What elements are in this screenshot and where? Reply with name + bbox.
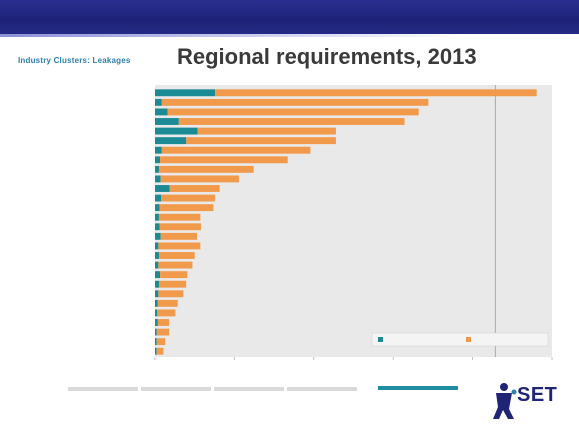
- bar-within-8: [155, 156, 161, 164]
- bar-outside-5: [197, 127, 336, 135]
- bar-outside-25: [157, 319, 170, 326]
- bar-within-19: [155, 261, 159, 269]
- bar-within-1: [155, 89, 216, 97]
- bar-outside-24: [157, 309, 176, 317]
- bar-within-15: [155, 223, 160, 231]
- bar-within-12: [155, 194, 162, 202]
- bar-within-14: [155, 213, 159, 221]
- nav-tab-4[interactable]: [287, 387, 357, 391]
- bar-within-18: [155, 252, 159, 259]
- bar-within-28: [155, 347, 157, 355]
- bar-within-25: [155, 319, 158, 326]
- bar-outside-16: [160, 232, 197, 240]
- bar-outside-8: [160, 156, 288, 164]
- bar-within-21: [155, 280, 159, 288]
- bar-within-27: [155, 338, 157, 346]
- bar-within-13: [155, 204, 160, 212]
- x-axis-ticks: [154, 357, 553, 360]
- bar-outside-2: [161, 98, 429, 106]
- bar-outside-17: [158, 242, 201, 250]
- bar-outside-26: [156, 328, 170, 336]
- bar-within-11: [155, 185, 170, 192]
- bar-within-7: [155, 146, 162, 154]
- bar-outside-18: [158, 252, 195, 259]
- legend-box: [371, 332, 549, 347]
- bar-outside-9: [158, 165, 254, 173]
- bar-within-4: [155, 118, 179, 125]
- bar-within-26: [155, 328, 157, 336]
- nav-tab-active[interactable]: [378, 386, 458, 390]
- bar-within-9: [155, 165, 159, 173]
- bar-outside-27: [156, 338, 166, 346]
- slide-title: Regional requirements, 2013: [177, 44, 477, 69]
- set-logo-icon: [493, 383, 517, 419]
- nav-tab-2[interactable]: [141, 387, 211, 391]
- bar-outside-21: [158, 280, 187, 288]
- bar-outside-19: [158, 261, 193, 269]
- bar-series: [155, 89, 537, 355]
- legend-outside-swatch: [466, 337, 471, 342]
- bar-within-24: [155, 309, 158, 317]
- bar-outside-14: [158, 213, 201, 221]
- bar-within-22: [155, 290, 159, 298]
- bar-outside-20: [160, 271, 188, 279]
- section-label: Industry Clusters: Leakages: [18, 56, 131, 65]
- top-banner: [0, 0, 579, 37]
- bar-outside-1: [215, 89, 537, 97]
- bar-outside-13: [159, 204, 214, 212]
- plot-background: [155, 85, 552, 357]
- bar-within-16: [155, 232, 161, 240]
- bar-outside-3: [167, 108, 419, 116]
- chart-legend: [371, 332, 549, 347]
- bar-outside-23: [157, 299, 178, 307]
- bar-within-2: [155, 98, 162, 106]
- bar-outside-10: [160, 175, 239, 183]
- nav-tab-3[interactable]: [214, 387, 284, 391]
- bar-within-3: [155, 108, 168, 116]
- bar-outside-4: [178, 118, 405, 125]
- bar-within-6: [155, 137, 187, 145]
- bar-outside-15: [159, 223, 201, 231]
- bar-outside-6: [186, 137, 336, 145]
- bar-outside-11: [169, 185, 220, 192]
- bar-outside-7: [161, 146, 311, 154]
- bar-within-20: [155, 271, 161, 279]
- bar-within-17: [155, 242, 159, 250]
- logo-text: SET: [517, 384, 558, 406]
- bar-within-10: [155, 175, 161, 183]
- bar-within-23: [155, 299, 158, 307]
- bar-outside-28: [156, 347, 164, 355]
- bar-within-5: [155, 127, 198, 135]
- nav-tab-1[interactable]: [68, 387, 138, 391]
- legend-within-swatch: [378, 337, 383, 342]
- bar-outside-22: [158, 290, 184, 298]
- bar-outside-12: [161, 194, 216, 202]
